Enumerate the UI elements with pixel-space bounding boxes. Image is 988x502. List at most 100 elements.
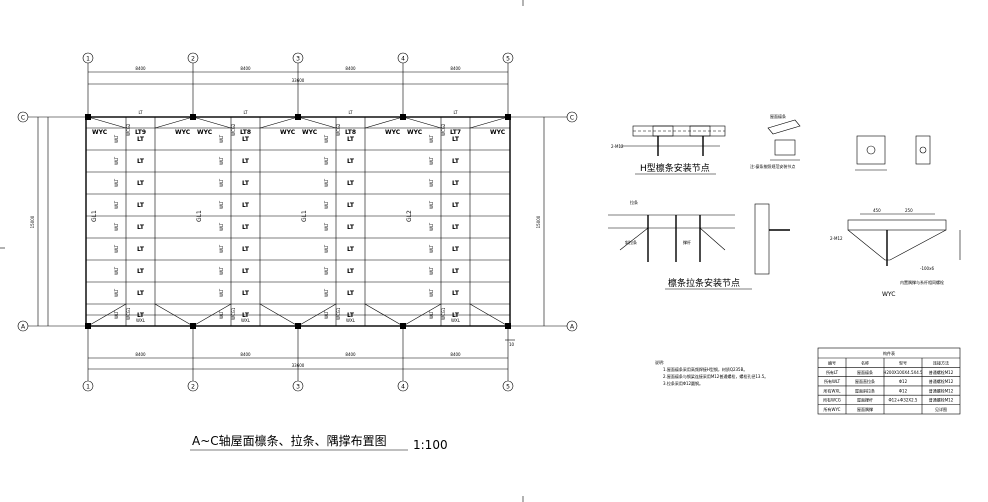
label-wlt-1-5: WLT: [114, 222, 119, 231]
dim-side-right-text: 15000: [536, 215, 541, 228]
label-wyc-right-2: WYC: [280, 129, 296, 136]
label-strut-2: LT8: [240, 129, 251, 136]
label-wyc-left-1: WYC: [92, 129, 108, 136]
table-cell: 所有WYC: [824, 406, 841, 412]
label-lt-4-5: LT: [452, 224, 460, 231]
label-wyc-left-2: WYC: [197, 129, 213, 136]
wyc-bolt-note: 内置隅撑与系杆相同螺栓: [900, 279, 944, 285]
label-lt-2-5: LT: [242, 224, 250, 231]
label-top-lt-4: LT: [453, 110, 458, 115]
table-cell: Φ12+Φ32X2.5: [889, 398, 918, 403]
label-lt-3-5: LT: [347, 224, 355, 231]
label-beam-1: GL1: [91, 210, 98, 222]
grid-label-bottom-4: 4: [401, 384, 405, 391]
grid-label-bottom-2: 2: [191, 384, 195, 391]
label-wlt-3-5: WLT: [324, 222, 329, 231]
table-cell: H200X100X4.5X4.5: [883, 370, 923, 375]
grid-label-top-4: 4: [401, 56, 405, 63]
label-lt-1-8: LT: [137, 290, 145, 297]
base-plate-square: [856, 135, 886, 165]
label-lt-3-6: LT: [347, 246, 355, 253]
label-wlt-1-8: WLT: [114, 288, 119, 297]
elev-mark-text: 10: [509, 342, 515, 347]
roof-outline: [85, 116, 511, 327]
label-bottom-wxl-1: WXL: [136, 318, 146, 323]
table-header-cell: 编号: [828, 360, 836, 366]
grid-label-a-right: A: [570, 324, 575, 331]
label-wlt-3-9: WLT: [324, 310, 329, 319]
brace-br-1: [154, 303, 194, 327]
label-wlt-1-7: WLT: [114, 266, 119, 275]
label-wlt-4-2: WLT: [429, 156, 434, 165]
label-wlt-2-6: WLT: [219, 244, 224, 253]
brace-tl-1: [87, 116, 127, 129]
label-lt-3-8: LT: [347, 290, 355, 297]
label-lt-4-8: LT: [452, 290, 460, 297]
label-top-lt-1: LT: [138, 110, 143, 115]
dimension-texts: 8400840084008400840084008400840033600336…: [135, 66, 461, 368]
label-wlt-1-3: WLT: [114, 178, 119, 187]
dim-bay-bottom-3: 8400: [345, 352, 356, 357]
wyc-bolt: 2-M12: [830, 236, 843, 241]
label-wlt-1-9: WLT: [114, 310, 119, 319]
grid-label-c-right: C: [570, 115, 574, 122]
label-wlt-4-3: WLT: [429, 178, 434, 187]
dim-side-left-text: 15000: [30, 215, 35, 228]
tie-diag-1: [619, 227, 649, 251]
label-bottom-wxl-4: WXL: [451, 318, 461, 323]
label-wlt-3-3: WLT: [324, 178, 329, 187]
brace-tl-2: [192, 116, 232, 129]
tie-diag-2: [699, 227, 726, 251]
label-lt-3-9: LT: [347, 312, 355, 319]
dim-bay-top-1: 8400: [135, 66, 146, 71]
label-wlt-3-1: WLT: [324, 134, 329, 143]
label-wlt-2-1: WLT: [219, 134, 224, 143]
label-lt-3-1: LT: [347, 136, 355, 143]
label-wlt-3-7: WLT: [324, 266, 329, 275]
label-lt-2-1: LT: [242, 136, 250, 143]
label-bottom-wxl-3: WXL: [346, 318, 356, 323]
grid-label-a-left: A: [21, 324, 26, 331]
tie-label-b: 斜拉条: [625, 239, 637, 245]
label-wlt-4-1: WLT: [429, 134, 434, 143]
table-cell: 见详图: [935, 406, 947, 412]
label-strut-4: LT7: [450, 129, 461, 136]
base-plate-side-hole: [919, 146, 927, 154]
label-lt-2-8: LT: [242, 290, 250, 297]
label-lt-4-9: LT: [452, 312, 460, 319]
label-lt-1-1: LT: [137, 136, 145, 143]
label-wlt-2-2: WLT: [219, 156, 224, 165]
table-cell: Φ12: [899, 388, 908, 393]
table-cell: 屋面檩条: [857, 369, 873, 375]
brace-tr-2: [259, 116, 299, 129]
wyc-dim-a-text: 450: [873, 208, 881, 213]
label-wyc-right-1: WYC: [175, 129, 191, 136]
label-rod-top-3: WCG2: [336, 123, 341, 136]
wyc-title: WYC: [882, 291, 895, 298]
plan-scale: 1:100: [413, 438, 448, 452]
label-lt-4-2: LT: [452, 158, 460, 165]
label-wlt-4-4: WLT: [429, 200, 434, 209]
label-wlt-2-3: WLT: [219, 178, 224, 187]
label-wlt-3-4: WLT: [324, 200, 329, 209]
label-rod-bottom-3: WCG1: [336, 307, 341, 320]
label-lt-4-7: LT: [452, 268, 460, 275]
notes-block: 说明: 1.屋面檩条采用高频焊接H型钢，材质Q235B。 2.屋面檩条与钢梁连接…: [655, 359, 768, 386]
table-cell: 屋面直拉条: [855, 378, 875, 384]
label-wlt-4-8: WLT: [429, 288, 434, 297]
dim-bay-bottom-2: 8400: [240, 352, 251, 357]
table-cell: 屋面隅撑: [857, 406, 873, 412]
brace-br-2: [259, 303, 299, 327]
label-bottom-wxl-2: WXL: [241, 318, 251, 323]
label-rod-bottom-1: WCG1: [126, 307, 131, 320]
tie-label-a: 拉条: [630, 199, 638, 205]
brace-tr-1: [154, 116, 194, 129]
label-lt-4-1: LT: [452, 136, 460, 143]
table-header-cell: 连接方法: [933, 360, 949, 366]
label-lt-1-4: LT: [137, 202, 145, 209]
table-cell: 屋面斜拉条: [855, 387, 875, 393]
wyc-beam: [847, 219, 947, 231]
brace-tr-4: [469, 116, 509, 129]
